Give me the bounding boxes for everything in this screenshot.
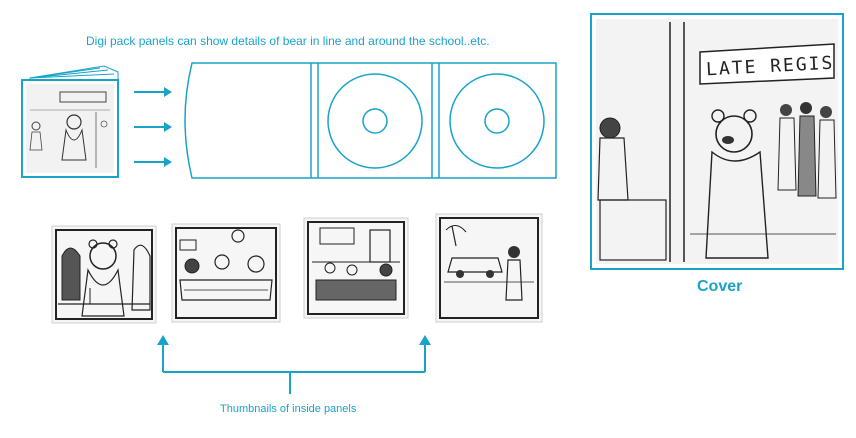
bracket-connector xyxy=(157,335,431,394)
arrow-icon xyxy=(134,87,172,167)
top-caption: Digi pack panels can show details of bea… xyxy=(86,34,490,48)
thumbnail-sketch-3 xyxy=(303,217,409,319)
thumbnail-sketch-4 xyxy=(435,213,543,323)
cover-frame xyxy=(590,13,844,270)
booklet-sketch xyxy=(21,65,119,178)
digipack-panels xyxy=(184,62,557,179)
bottom-caption: Thumbnails of inside panels xyxy=(220,403,357,415)
cover-label: Cover xyxy=(697,278,743,295)
cd-disc-icon xyxy=(449,73,545,169)
cd-disc-icon xyxy=(327,73,423,169)
thumbnail-sketch-2 xyxy=(171,223,281,323)
thumbnail-sketch-1 xyxy=(51,225,157,324)
